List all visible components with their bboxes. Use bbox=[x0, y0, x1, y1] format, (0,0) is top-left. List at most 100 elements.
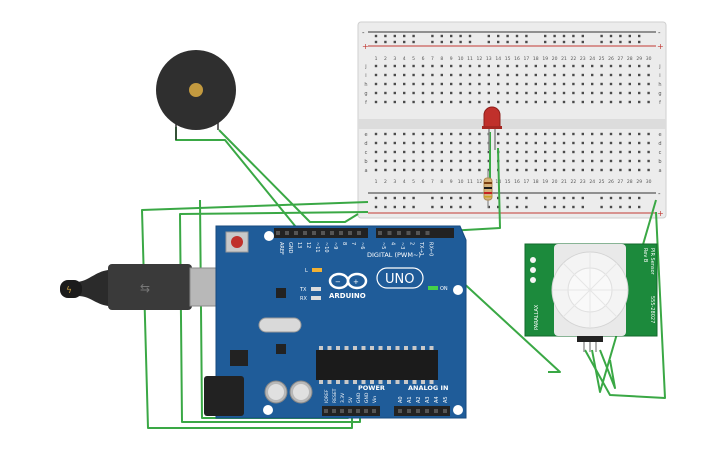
breadboard-hole[interactable] bbox=[591, 141, 594, 145]
breadboard-hole[interactable] bbox=[572, 168, 575, 172]
breadboard-hole[interactable] bbox=[412, 196, 415, 200]
breadboard-hole[interactable] bbox=[468, 73, 472, 77]
header-pin[interactable] bbox=[330, 231, 334, 235]
breadboard-hole[interactable] bbox=[544, 91, 547, 95]
header-pin[interactable] bbox=[416, 409, 420, 413]
breadboard-hole[interactable] bbox=[600, 73, 603, 77]
breadboard-hole[interactable] bbox=[628, 82, 631, 86]
breadboard-hole[interactable] bbox=[572, 73, 575, 77]
breadboard-hole[interactable] bbox=[619, 73, 622, 77]
breadboard-hole[interactable] bbox=[600, 100, 603, 104]
breadboard-hole[interactable] bbox=[515, 150, 519, 154]
breadboard-hole[interactable] bbox=[384, 73, 387, 77]
breadboard-hole[interactable] bbox=[628, 91, 631, 95]
breadboard-hole[interactable] bbox=[562, 40, 566, 44]
breadboard-hole[interactable] bbox=[393, 150, 396, 154]
breadboard-hole[interactable] bbox=[440, 196, 443, 200]
breadboard-hole[interactable] bbox=[412, 159, 415, 163]
breadboard-hole[interactable] bbox=[628, 100, 631, 104]
breadboard-hole[interactable] bbox=[638, 159, 641, 163]
breadboard-hole[interactable] bbox=[459, 141, 462, 145]
breadboard-hole[interactable] bbox=[544, 64, 547, 68]
breadboard-hole[interactable] bbox=[506, 196, 509, 200]
breadboard-hole[interactable] bbox=[534, 150, 537, 154]
breadboard-hole[interactable] bbox=[374, 159, 378, 163]
breadboard-hole[interactable] bbox=[487, 159, 490, 163]
breadboard-hole[interactable] bbox=[497, 100, 500, 104]
breadboard-hole[interactable] bbox=[393, 91, 396, 95]
breadboard-hole[interactable] bbox=[506, 40, 509, 44]
breadboard-hole[interactable] bbox=[459, 40, 462, 44]
breadboard-hole[interactable] bbox=[393, 64, 396, 68]
breadboard-hole[interactable] bbox=[544, 73, 547, 77]
breadboard-hole[interactable] bbox=[553, 34, 556, 38]
breadboard-hole[interactable] bbox=[638, 205, 641, 209]
breadboard-hole[interactable] bbox=[478, 132, 481, 136]
breadboard-hole[interactable] bbox=[619, 82, 622, 86]
breadboard-hole[interactable] bbox=[647, 132, 650, 136]
breadboard-hole[interactable] bbox=[440, 168, 443, 172]
breadboard-hole[interactable] bbox=[628, 150, 631, 154]
header-pin[interactable] bbox=[324, 409, 328, 413]
breadboard-hole[interactable] bbox=[628, 132, 631, 136]
breadboard-hole[interactable] bbox=[403, 40, 406, 44]
breadboard-hole[interactable] bbox=[403, 64, 406, 68]
breadboard-hole[interactable] bbox=[487, 91, 490, 95]
breadboard-hole[interactable] bbox=[581, 40, 584, 44]
breadboard-hole[interactable] bbox=[572, 159, 575, 163]
breadboard-hole[interactable] bbox=[487, 34, 490, 38]
breadboard-hole[interactable] bbox=[421, 91, 425, 95]
breadboard-hole[interactable] bbox=[562, 132, 566, 136]
breadboard-hole[interactable] bbox=[609, 168, 613, 172]
breadboard-hole[interactable] bbox=[562, 205, 566, 209]
breadboard-hole[interactable] bbox=[609, 82, 613, 86]
breadboard-hole[interactable] bbox=[374, 132, 378, 136]
breadboard-hole[interactable] bbox=[515, 141, 519, 145]
breadboard-hole[interactable] bbox=[628, 64, 631, 68]
breadboard-hole[interactable] bbox=[374, 34, 378, 38]
breadboard-hole[interactable] bbox=[515, 100, 519, 104]
breadboard-hole[interactable] bbox=[440, 82, 443, 86]
breadboard-hole[interactable] bbox=[393, 205, 396, 209]
breadboard-hole[interactable] bbox=[450, 73, 453, 77]
breadboard-hole[interactable] bbox=[619, 159, 622, 163]
breadboard-hole[interactable] bbox=[374, 141, 378, 145]
breadboard-hole[interactable] bbox=[374, 64, 378, 68]
breadboard-hole[interactable] bbox=[525, 73, 528, 77]
breadboard-hole[interactable] bbox=[619, 205, 622, 209]
breadboard-hole[interactable] bbox=[384, 150, 387, 154]
breadboard-hole[interactable] bbox=[628, 159, 631, 163]
breadboard-hole[interactable] bbox=[421, 64, 425, 68]
breadboard-hole[interactable] bbox=[450, 132, 453, 136]
breadboard-hole[interactable] bbox=[374, 168, 378, 172]
breadboard-hole[interactable] bbox=[478, 150, 481, 154]
breadboard-hole[interactable] bbox=[497, 132, 500, 136]
breadboard-hole[interactable] bbox=[450, 34, 453, 38]
breadboard-hole[interactable] bbox=[534, 168, 537, 172]
header-pin[interactable] bbox=[407, 409, 411, 413]
breadboard-hole[interactable] bbox=[384, 82, 387, 86]
breadboard-hole[interactable] bbox=[628, 34, 631, 38]
breadboard-hole[interactable] bbox=[384, 64, 387, 68]
breadboard-hole[interactable] bbox=[412, 34, 415, 38]
breadboard-hole[interactable] bbox=[553, 100, 556, 104]
header-pin[interactable] bbox=[425, 231, 430, 235]
breadboard-hole[interactable] bbox=[581, 100, 584, 104]
breadboard-hole[interactable] bbox=[572, 40, 575, 44]
breadboard-hole[interactable] bbox=[609, 196, 613, 200]
reset-button-cap[interactable] bbox=[231, 236, 243, 248]
breadboard-hole[interactable] bbox=[478, 73, 481, 77]
breadboard-hole[interactable] bbox=[497, 40, 500, 44]
breadboard-hole[interactable] bbox=[403, 205, 406, 209]
breadboard-hole[interactable] bbox=[403, 168, 406, 172]
breadboard-hole[interactable] bbox=[412, 150, 415, 154]
breadboard-hole[interactable] bbox=[619, 91, 622, 95]
breadboard-hole[interactable] bbox=[431, 40, 434, 44]
breadboard-hole[interactable] bbox=[553, 91, 556, 95]
breadboard-hole[interactable] bbox=[525, 64, 528, 68]
breadboard-hole[interactable] bbox=[393, 196, 396, 200]
breadboard-hole[interactable] bbox=[600, 168, 603, 172]
breadboard-hole[interactable] bbox=[591, 91, 594, 95]
breadboard-hole[interactable] bbox=[525, 168, 528, 172]
breadboard-hole[interactable] bbox=[374, 40, 378, 44]
